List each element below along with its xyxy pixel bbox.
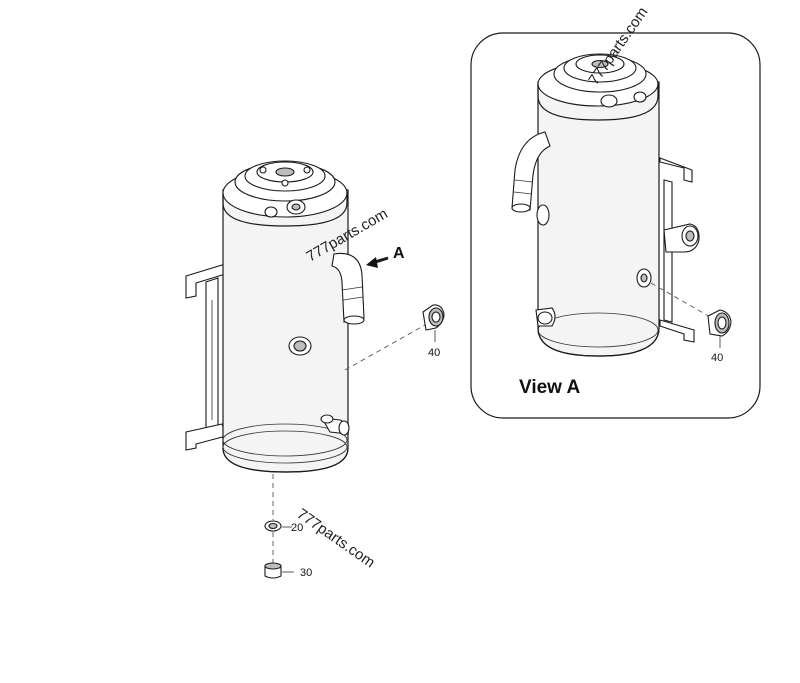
view-a-frame [470, 32, 761, 419]
watermark-3: 777parts.com [294, 505, 378, 571]
plug-40-view [707, 309, 732, 348]
callout-40-view: 40 [711, 352, 723, 364]
callout-20: 20 [291, 522, 303, 534]
view-a-indicator: A [366, 245, 405, 268]
view-a-title: View A [519, 377, 581, 398]
washer-20 [264, 520, 292, 532]
main-tank-assembly: A 40 20 30 [185, 160, 445, 579]
view-a-panel: 40 View A [470, 32, 761, 419]
callout-30: 30 [300, 567, 312, 579]
view-arrow-label: A [393, 245, 405, 262]
inlet-pipe [331, 252, 365, 325]
callout-40-main: 40 [428, 347, 440, 359]
lower-fitting [320, 414, 350, 436]
plug-40-main [422, 304, 445, 342]
drain-plug-30 [264, 562, 294, 579]
rear-bracket [185, 261, 233, 451]
